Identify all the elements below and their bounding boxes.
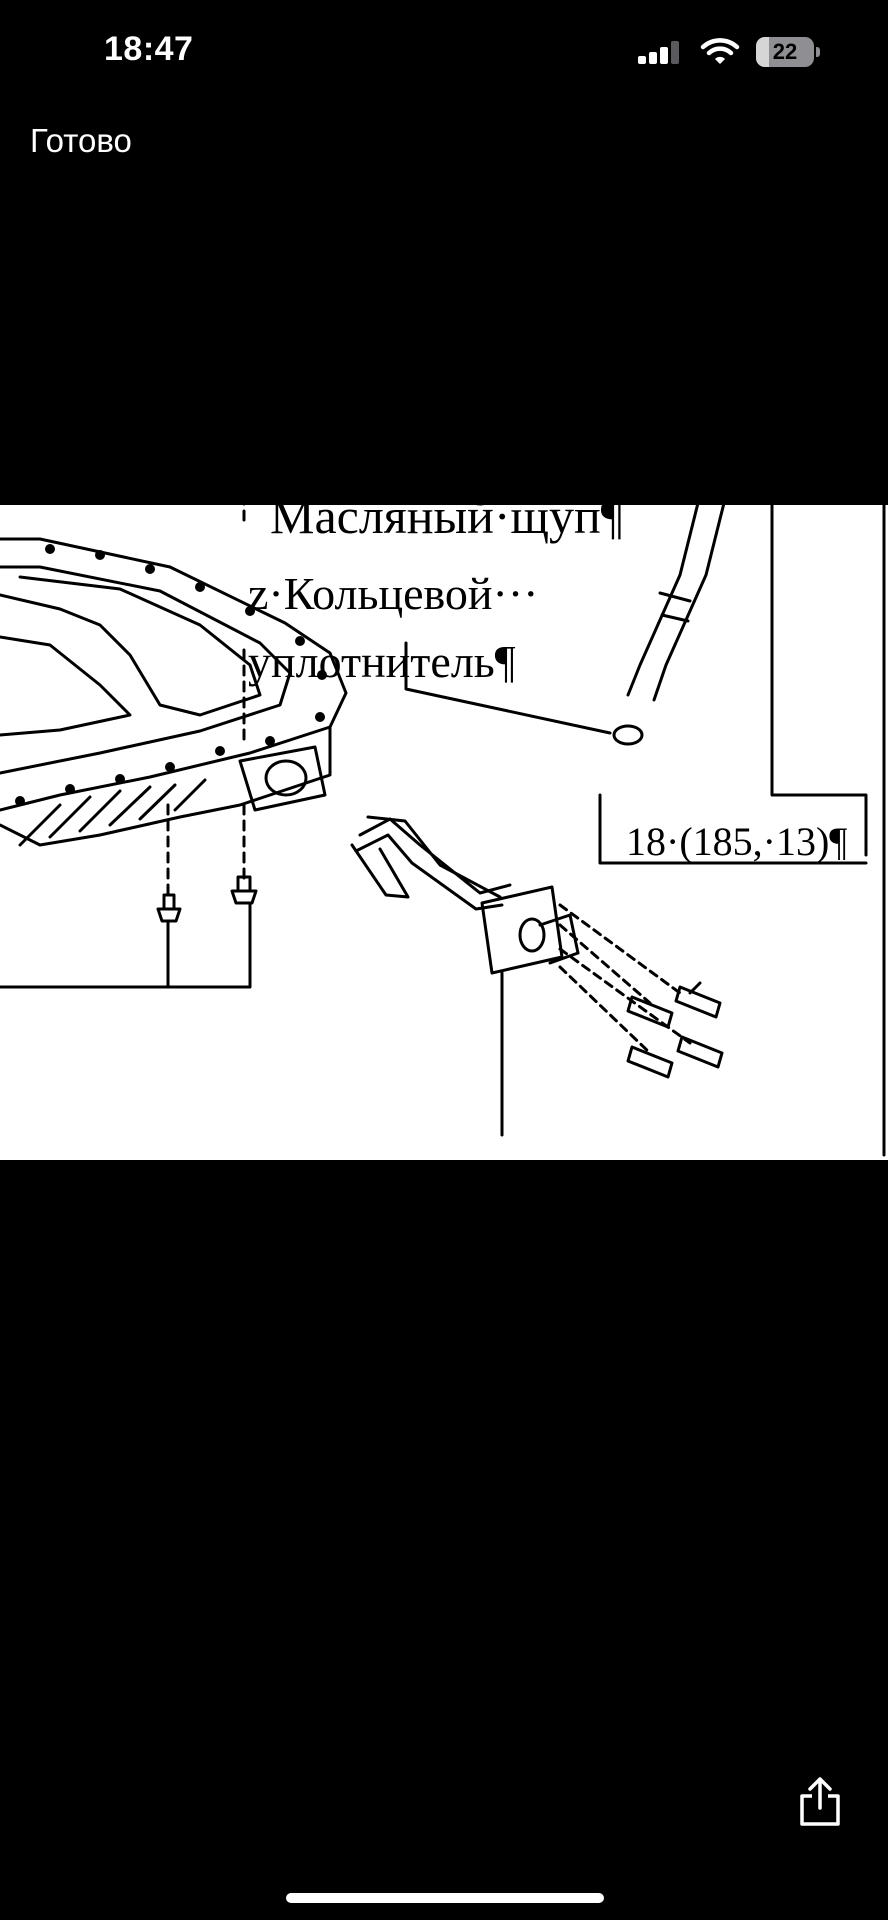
bolt-4 [626, 1045, 674, 1079]
o-ring-label-line-2: уплотнитель¶ [248, 636, 516, 687]
dipstick-tube [626, 505, 700, 697]
battery-fill [756, 37, 769, 67]
battery-tip [816, 47, 820, 57]
done-button[interactable]: Готово [30, 122, 132, 159]
battery-body: 22 [756, 37, 814, 67]
battery-percent: 22 [772, 39, 798, 64]
strainer-flange [480, 885, 564, 975]
wifi-icon [700, 38, 740, 64]
oil-pan-body [0, 725, 332, 847]
oil-pan-flange-inner [0, 565, 292, 775]
oil-pan-ribs [18, 778, 207, 847]
status-bar: 18:47 22 [0, 0, 888, 100]
home-indicator[interactable] [286, 1893, 604, 1903]
drain-plug-right [230, 875, 258, 905]
battery-indicator: 22 [756, 37, 822, 67]
bolt-1 [674, 981, 722, 1019]
dipstick-label: Масляный·щуп¶ [270, 505, 624, 544]
o-ring [612, 724, 644, 746]
oil-pan-basin-inner [0, 635, 132, 737]
status-time: 18:47 [104, 30, 194, 68]
o-ring-label-line-1: z·Кольцевой··· [248, 568, 539, 619]
bolt-2 [626, 995, 674, 1029]
pan-outlet-flange [238, 745, 327, 812]
oil-pan-basin [0, 575, 262, 717]
drain-plug-left [156, 893, 182, 923]
bolt-3 [676, 1035, 724, 1069]
signal-bars-icon [638, 41, 679, 64]
share-icon[interactable] [796, 1776, 844, 1828]
torque-label: 18·(185,·13)¶ [626, 819, 848, 864]
oil-pan-diagram [0, 505, 886, 1157]
image-viewer[interactable]: Масляный·щуп¶ z·Кольцевой··· уплотнитель… [0, 505, 888, 1160]
